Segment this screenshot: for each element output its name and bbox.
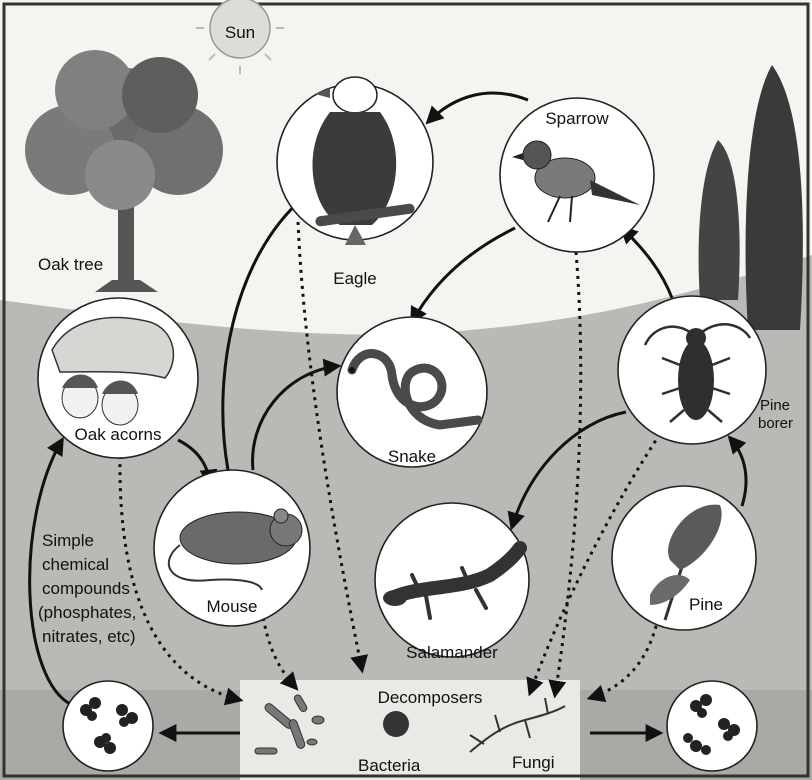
decomposers-label: Decomposers [378,688,483,707]
chem-line-5: nitrates, etc) [42,627,136,646]
pine-borer-node [618,296,766,444]
fungi-label: Fungi [512,753,555,772]
snake-label: Snake [388,447,436,466]
pine-borer-label-line1: Pine [760,397,790,414]
chemicals-left-node [63,681,153,771]
sun-label: Sun [225,23,255,42]
oak-tree-label: Oak tree [38,255,103,274]
snake-node [337,317,487,467]
mouse-label: Mouse [206,597,257,616]
bacteria-label: Bacteria [358,756,421,775]
salamander-node [375,503,529,657]
chemicals-right-node [667,681,757,771]
pine-label: Pine [689,595,723,614]
oak-acorns-label: Oak acorns [75,425,162,444]
pine-node [612,486,756,630]
chem-line-2: chemical [42,555,109,574]
pine-borer-label-line2: borer [758,415,793,432]
salamander-label: Salamander [406,643,498,662]
spore-icon [383,711,409,737]
chem-line-3: compounds [42,579,130,598]
sparrow-node: Sparrow [500,98,654,252]
chem-line-4: (phosphates, [38,603,136,622]
chem-line-1: Simple [42,531,94,550]
sparrow-label: Sparrow [545,109,609,128]
eagle-label: Eagle [333,269,376,288]
